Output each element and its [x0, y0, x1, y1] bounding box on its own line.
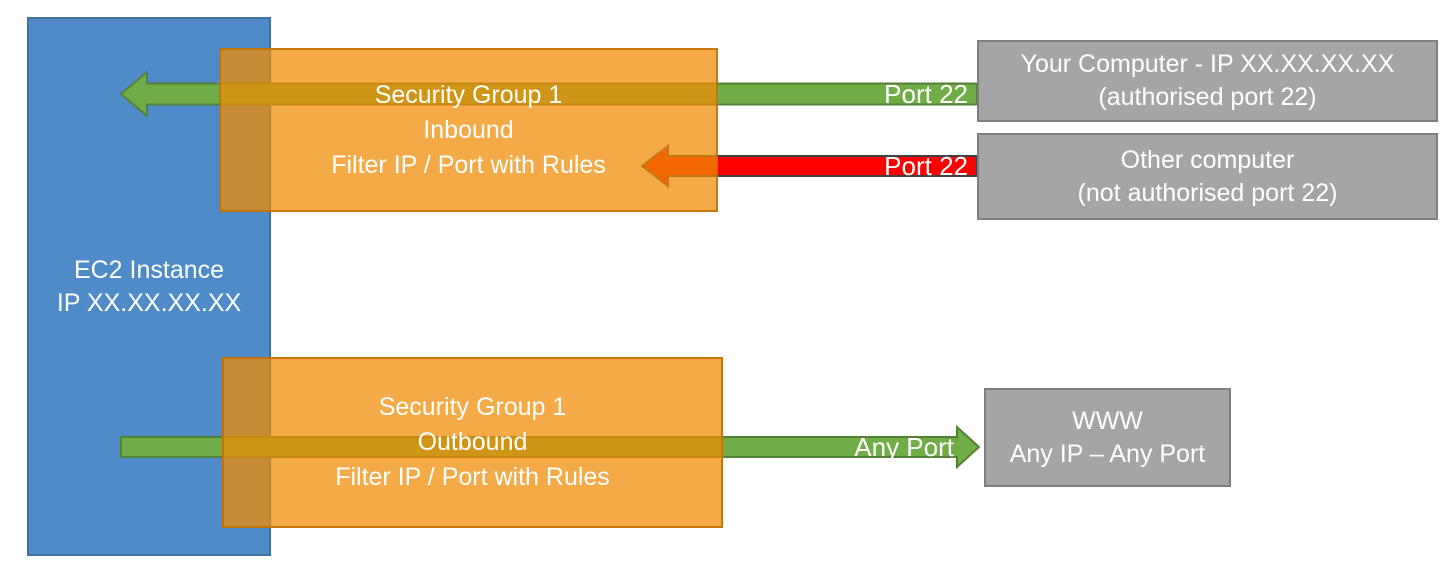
port-22-blocked-label: Port 22 [884, 151, 968, 181]
www-title: WWW [1072, 406, 1143, 435]
port-22-allowed-label: Port 22 [884, 79, 968, 109]
other-computer-subtitle: (not authorised port 22) [1077, 178, 1338, 207]
www-subtitle: Any IP – Any Port [1009, 439, 1206, 468]
any-port-label: Any Port [854, 432, 954, 462]
other-computer-box: Other computer (not authorised port 22) [977, 133, 1438, 220]
security-group-outbound-rule: Filter IP / Port with Rules [335, 463, 610, 491]
security-group-inbound-box: Security Group 1 Inbound Filter IP / Por… [219, 48, 718, 212]
security-group-inbound-title: Security Group 1 [374, 80, 563, 109]
security-group-outbound-title: Security Group 1 [378, 393, 567, 421]
security-group-outbound-direction: Outbound [417, 428, 528, 456]
your-computer-title: Your Computer - IP XX.XX.XX.XX [1020, 50, 1395, 78]
other-computer-title: Other computer [1120, 145, 1295, 174]
ec2-instance-name: EC2 Instance [73, 255, 225, 284]
security-group-inbound-direction: Inbound [423, 115, 514, 144]
www-box: WWW Any IP – Any Port [984, 388, 1231, 487]
your-computer-subtitle: (authorised port 22) [1098, 83, 1317, 111]
your-computer-box: Your Computer - IP XX.XX.XX.XX (authoris… [977, 40, 1438, 122]
security-group-inbound-rule: Filter IP / Port with Rules [331, 150, 606, 179]
security-group-outbound-box: Security Group 1 Outbound Filter IP / Po… [222, 357, 723, 528]
ec2-instance-ip: IP XX.XX.XX.XX [56, 288, 242, 317]
